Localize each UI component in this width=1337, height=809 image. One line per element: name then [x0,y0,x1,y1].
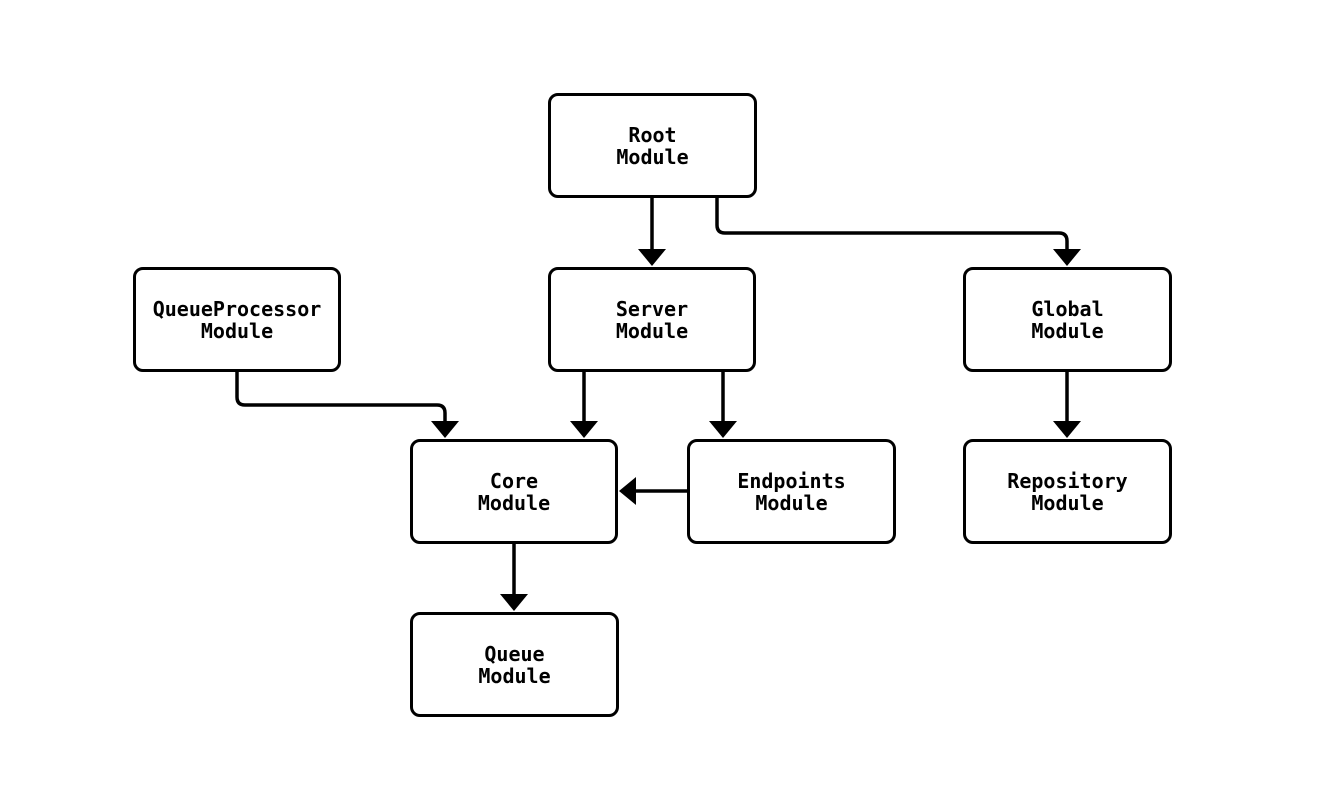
node-core-label-line2: Module [477,490,551,515]
node-queue-label-line1: Queue [484,641,545,666]
edge-queueprocessor-to-core [235,372,447,423]
arrowhead-queueprocessor-to-core [431,421,459,438]
arrowhead-endpoints-to-core [619,477,636,505]
node-core-label-line1: Core [489,468,539,493]
node-queueprocessor-label-line2: Module [200,318,274,343]
arrowhead-server-to-core [570,421,598,438]
arrowhead-server-to-endpoints [709,421,737,438]
node-repository-label-line1: Repository [1007,468,1128,493]
node-repository-label-line2: Module [1031,490,1104,515]
arrowhead-root-to-global [1053,249,1081,266]
node-server-label-line2: Module [615,318,689,343]
edge-root-to-global [715,198,1069,251]
arrowhead-root-to-server [638,249,666,266]
arrowhead-global-to-repository [1053,421,1081,438]
node-queueprocessor-label-line1: QueueProcessor [152,296,322,321]
node-endpoints-label-line2: Module [755,490,828,515]
node-root-label-line1: Root [628,122,677,147]
node-server-label-line1: Server [615,296,689,321]
node-queue-label-line2: Module [478,663,551,688]
node-global-label-line1: Global [1031,296,1104,321]
node-global-label-line2: Module [1031,318,1104,343]
arrowhead-core-to-queue [500,594,528,611]
node-endpoints-label-line1: Endpoints [737,468,846,493]
node-root-label-line2: Module [616,144,689,169]
